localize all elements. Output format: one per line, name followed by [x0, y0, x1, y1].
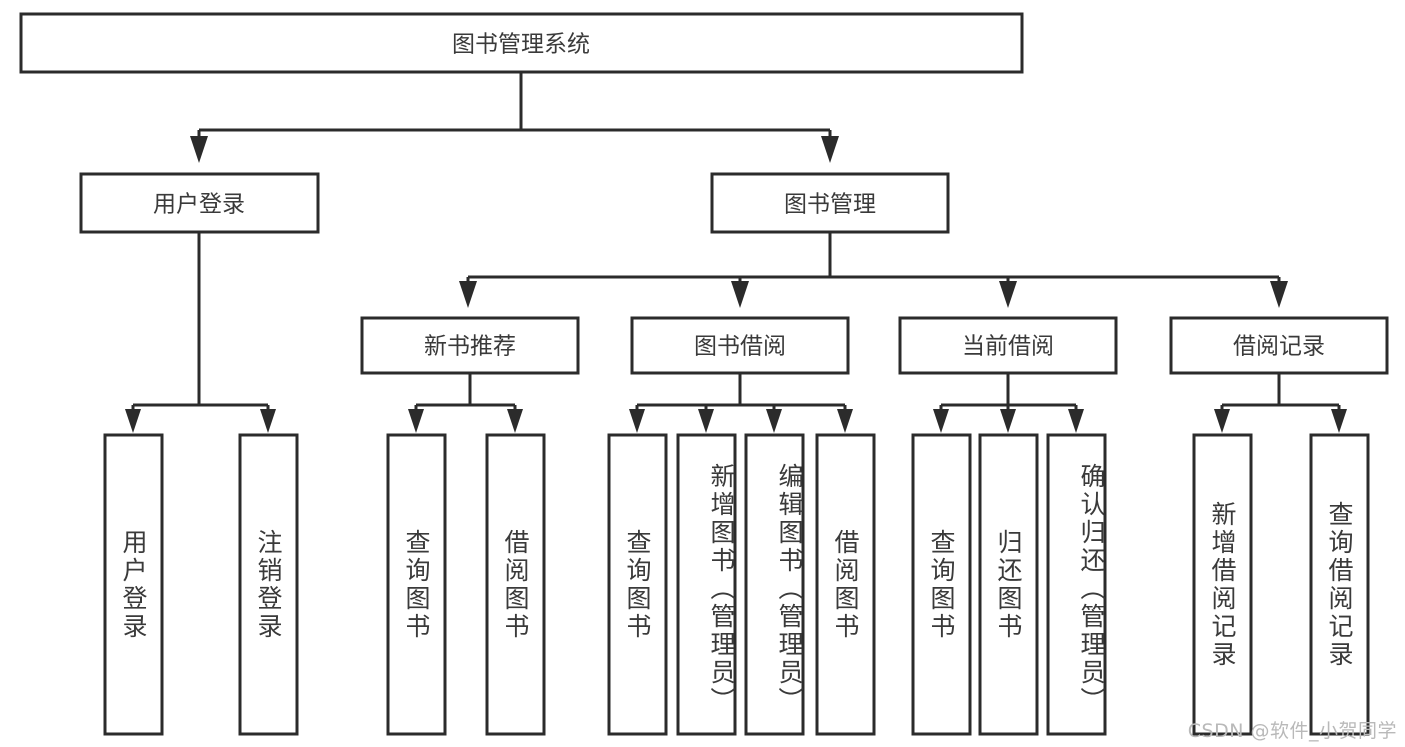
connectors-borrowrecord-to-leaves — [1214, 373, 1347, 433]
node-borrow-record[interactable]: 借阅记录 — [1169, 316, 1389, 375]
node-current-borrow-label: 当前借阅 — [962, 334, 1054, 360]
arrow-head-leaf-query-book-3 — [933, 409, 949, 433]
connectors-newbook-to-leaves — [408, 373, 523, 433]
leaf-box-query-book-1[interactable] — [386, 433, 447, 736]
arrow-head-leaf-user-login — [125, 409, 141, 433]
leaf-box-query-book-3[interactable] — [911, 433, 972, 736]
node-new-book-recommend[interactable]: 新书推荐 — [360, 316, 580, 375]
connectors-root-to-level2 — [190, 72, 839, 163]
leaf-box-confirm-return[interactable] — [1046, 433, 1107, 736]
arrow-head-leaf-return-book — [1000, 409, 1016, 433]
arrow-head-leaf-query-record — [1331, 409, 1347, 433]
arrow-head-new-book-recommend — [459, 281, 477, 308]
node-new-book-recommend-label: 新书推荐 — [424, 334, 516, 360]
leaf-box-add-book[interactable] — [676, 433, 737, 736]
node-user-login[interactable]: 用户登录 — [79, 172, 320, 234]
leaf-box-borrow-book-2[interactable] — [815, 433, 876, 736]
leaf-boxes — [103, 433, 1370, 736]
node-book-management-label: 图书管理 — [784, 192, 876, 218]
node-root-box[interactable] — [19, 12, 1024, 74]
node-book-borrow[interactable]: 图书借阅 — [630, 316, 850, 375]
node-borrow-record-label: 借阅记录 — [1233, 334, 1325, 360]
leaf-box-return-book[interactable] — [978, 433, 1039, 736]
arrow-head-current-borrow — [999, 281, 1017, 308]
leaf-box-query-book-2[interactable] — [607, 433, 668, 736]
arrow-head-book-management — [821, 136, 839, 163]
node-user-login-box[interactable] — [79, 172, 320, 234]
leaf-box-add-record[interactable] — [1192, 433, 1253, 736]
arrow-head-user-login — [190, 136, 208, 163]
node-book-borrow-label: 图书借阅 — [694, 334, 786, 360]
arrow-head-leaf-logout-login — [260, 409, 276, 433]
leaf-box-borrow-book-1[interactable] — [485, 433, 546, 736]
connectors-bookmgmt-to-level3 — [459, 232, 1288, 308]
node-book-borrow-box[interactable] — [630, 316, 850, 375]
node-root[interactable]: 图书管理系统 — [19, 12, 1024, 74]
arrow-head-leaf-add-book — [698, 409, 714, 433]
arrow-head-leaf-borrow-book-2 — [837, 409, 853, 433]
arrow-head-leaf-add-record — [1214, 409, 1230, 433]
node-current-borrow-box[interactable] — [898, 316, 1118, 375]
node-new-book-recommend-box[interactable] — [360, 316, 580, 375]
leaf-box-logout-login[interactable] — [238, 433, 299, 736]
arrow-head-borrow-record — [1270, 281, 1288, 308]
leaf-box-user-login[interactable] — [103, 433, 164, 736]
arrow-head-leaf-query-book-1 — [408, 409, 424, 433]
node-book-management-box[interactable] — [710, 172, 950, 234]
arrow-head-leaf-confirm-return — [1068, 409, 1084, 433]
leaf-box-query-record[interactable] — [1309, 433, 1370, 736]
node-current-borrow[interactable]: 当前借阅 — [898, 316, 1118, 375]
node-root-label: 图书管理系统 — [452, 32, 590, 58]
node-user-login-label: 用户登录 — [153, 192, 245, 218]
arrow-head-leaf-edit-book — [766, 409, 782, 433]
node-borrow-record-box[interactable] — [1169, 316, 1389, 375]
csdn-watermark: CSDN @软件_小贺同学 — [1187, 720, 1397, 742]
node-book-management[interactable]: 图书管理 — [710, 172, 950, 234]
connectors-bookborrow-to-leaves — [629, 373, 853, 433]
arrow-head-leaf-query-book-2 — [629, 409, 645, 433]
leaf-box-edit-book[interactable] — [744, 433, 805, 736]
connectors-userlogin-to-leaves — [125, 232, 276, 433]
arrow-head-book-borrow — [731, 281, 749, 308]
connectors-currentborrow-to-leaves — [933, 373, 1084, 433]
arrow-head-leaf-borrow-book-1 — [507, 409, 523, 433]
